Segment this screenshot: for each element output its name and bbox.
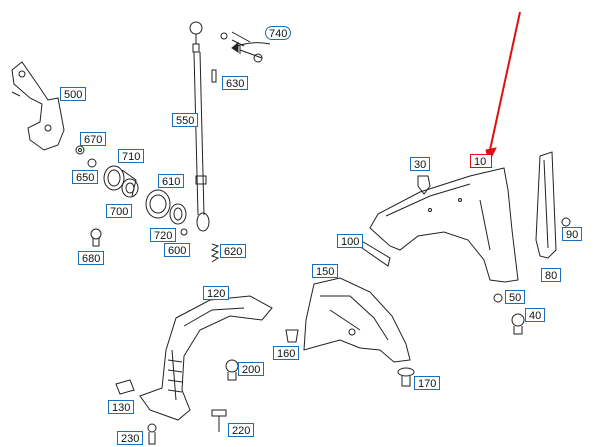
wheel-liner-120 — [139, 295, 273, 421]
part-710 — [103, 165, 125, 191]
rod-550 — [189, 21, 210, 232]
label-600[interactable]: 600 — [164, 243, 191, 257]
label-130[interactable]: 130 — [108, 400, 135, 414]
fender-10 — [369, 167, 519, 283]
part-700 — [121, 178, 139, 198]
part-610 — [145, 189, 171, 219]
label-90[interactable]: 90 — [562, 227, 583, 241]
label-200[interactable]: 200 — [238, 362, 265, 376]
part-670 — [75, 145, 85, 155]
label-150[interactable]: 150 — [312, 264, 339, 278]
label-710[interactable]: 710 — [118, 149, 145, 163]
label-100[interactable]: 100 — [337, 234, 364, 248]
wheel-liner-150 — [303, 277, 411, 363]
red-pointer-arrow — [489, 11, 521, 151]
strip-80 — [535, 151, 557, 259]
label-630[interactable]: 630 — [222, 76, 249, 90]
bolt-680 — [90, 228, 102, 247]
screw-220 — [211, 409, 227, 432]
bracket-500 — [11, 61, 65, 151]
label-80[interactable]: 80 — [541, 268, 562, 282]
bolt-40 — [511, 313, 525, 335]
label-700[interactable]: 700 — [106, 204, 133, 218]
label-230[interactable]: 230 — [117, 431, 144, 445]
label-680[interactable]: 680 — [78, 251, 105, 265]
label-160[interactable]: 160 — [273, 346, 300, 360]
label-30[interactable]: 30 — [410, 157, 431, 171]
label-670[interactable]: 670 — [80, 132, 107, 146]
label-650[interactable]: 650 — [72, 170, 99, 184]
bracket-100 — [359, 238, 391, 267]
clip-200 — [225, 359, 239, 381]
clip-130 — [115, 379, 135, 395]
label-740[interactable]: 740 — [265, 26, 292, 40]
label-10-highlighted[interactable]: 10 — [470, 154, 492, 168]
bolt-230 — [147, 423, 157, 445]
label-610[interactable]: 610 — [158, 174, 185, 188]
clip-30 — [417, 175, 431, 195]
label-620[interactable]: 620 — [220, 244, 247, 258]
label-220[interactable]: 220 — [228, 423, 255, 437]
clip-630 — [211, 69, 217, 83]
label-550[interactable]: 550 — [172, 113, 199, 127]
spring-620 — [210, 243, 220, 263]
clip-160 — [285, 329, 299, 343]
nut-50 — [493, 293, 503, 303]
screw-740 — [220, 31, 263, 63]
label-50[interactable]: 50 — [505, 290, 526, 304]
part-720 — [169, 203, 187, 225]
label-720[interactable]: 720 — [150, 228, 177, 242]
label-40[interactable]: 40 — [525, 308, 546, 322]
label-500[interactable]: 500 — [60, 87, 87, 101]
label-120[interactable]: 120 — [203, 286, 230, 300]
bolt-90 — [561, 217, 571, 227]
clip-170 — [397, 367, 415, 387]
label-170[interactable]: 170 — [414, 376, 441, 390]
